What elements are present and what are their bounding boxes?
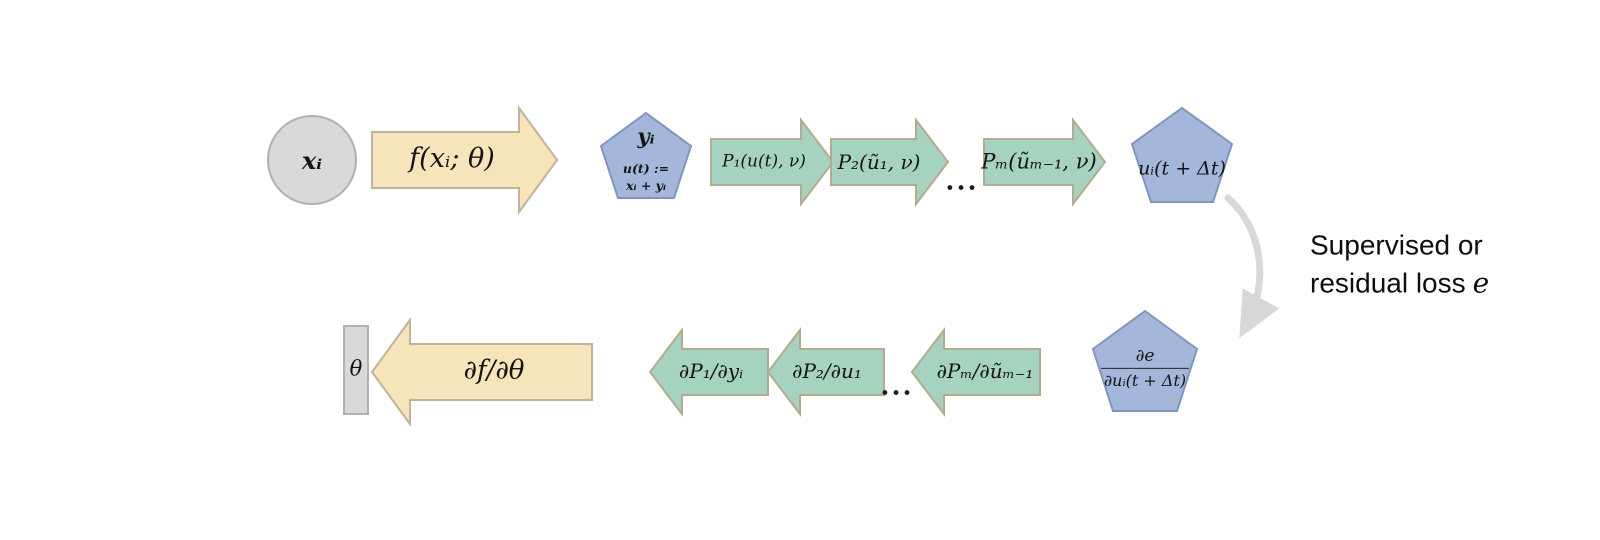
input-label: xᵢ bbox=[301, 145, 323, 175]
y-pentagon-title: yᵢ bbox=[637, 123, 655, 149]
loss-flow-arrow bbox=[1224, 194, 1280, 339]
p1-forward-arrow bbox=[710, 117, 835, 207]
gradient-numerator: ∂e bbox=[1135, 345, 1155, 366]
df-backward-arrow bbox=[370, 316, 593, 428]
top-ellipsis: ... bbox=[945, 166, 979, 197]
dp2-backward-arrow bbox=[766, 327, 885, 417]
gradient-fraction: ∂e ∂uᵢ(t + Δt) bbox=[1100, 345, 1190, 390]
dpm-arrow-label: ∂Pₘ/∂ũₘ₋₁ bbox=[936, 359, 1034, 383]
f-forward-arrow bbox=[371, 104, 559, 216]
y-pentagon bbox=[599, 111, 693, 199]
gradient-denominator: ∂uᵢ(t + Δt) bbox=[1100, 367, 1190, 390]
dp1-arrow-label: ∂P₁/∂yᵢ bbox=[678, 359, 744, 383]
df-arrow-label: ∂f/∂θ bbox=[463, 355, 525, 386]
theta-parameter-rect bbox=[343, 325, 369, 415]
input-circle bbox=[267, 115, 357, 205]
theta-label: θ bbox=[349, 356, 363, 381]
p2-arrow-label: P₂(ũ₁, ν) bbox=[837, 150, 921, 174]
p2-forward-arrow bbox=[830, 117, 950, 207]
loss-note-line1: Supervised or bbox=[1310, 229, 1483, 261]
y-pentagon-line2: xᵢ + yᵢ bbox=[626, 178, 666, 194]
u-pentagon bbox=[1130, 106, 1234, 203]
pm-arrow-label: Pₘ(ũₘ₋₁, ν) bbox=[981, 149, 1097, 174]
dp2-arrow-label: ∂P₂/∂u₁ bbox=[792, 359, 862, 383]
f-arrow-label: f(xᵢ; θ) bbox=[409, 143, 495, 175]
loss-e-symbol: e bbox=[1472, 266, 1490, 300]
loss-note-line2-text: residual loss bbox=[1310, 267, 1466, 299]
dp1-backward-arrow bbox=[648, 327, 769, 417]
gradient-pentagon bbox=[1091, 309, 1199, 412]
dpm-backward-arrow bbox=[910, 327, 1041, 417]
p1-arrow-label: P₁(u(t), ν) bbox=[722, 151, 806, 172]
bottom-ellipsis: ... bbox=[880, 371, 914, 402]
y-pentagon-line1: u(t) := bbox=[622, 161, 670, 177]
u-pentagon-label: uᵢ(t + Δt) bbox=[1138, 157, 1226, 180]
pm-forward-arrow bbox=[983, 117, 1107, 207]
